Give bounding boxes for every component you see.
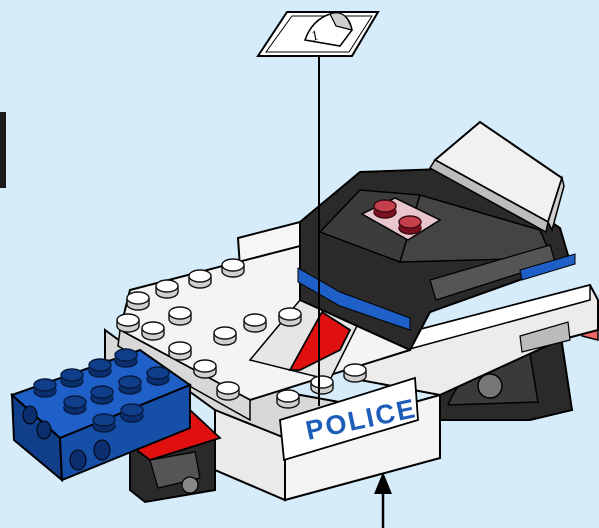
frame-edge	[0, 112, 6, 188]
up-arrow-icon	[374, 472, 392, 528]
sticker-sheet-icon: 1	[258, 12, 378, 56]
